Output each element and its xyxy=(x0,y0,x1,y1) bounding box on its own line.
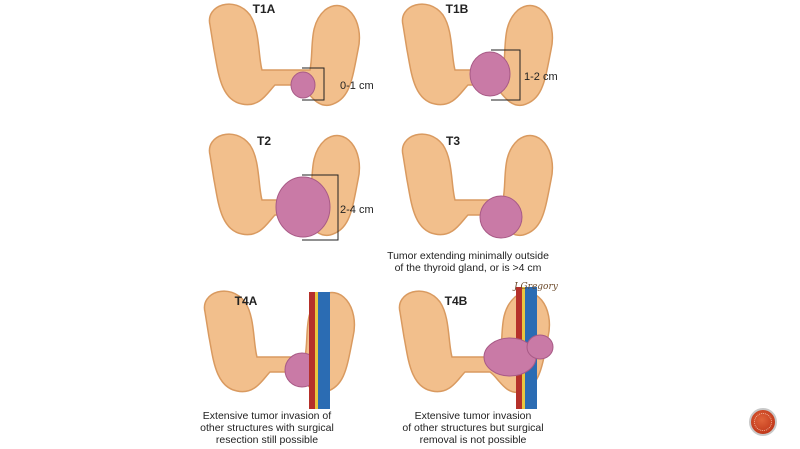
thyroid-gland xyxy=(208,3,361,106)
thyroid-t4b xyxy=(398,287,554,409)
stage-label-t1a: T1A xyxy=(252,2,276,16)
size-bracket xyxy=(302,174,339,241)
thyroid-t3 xyxy=(401,133,554,239)
panel-t1a: T1A 0-1 cm xyxy=(190,0,390,140)
caption-line: Tumor extending minimally outside xyxy=(387,250,549,262)
stage-label-t2: T2 xyxy=(256,134,271,148)
stage-label-t1b: T1B xyxy=(445,2,469,16)
caption-t4a: Extensive tumor invasion of other struct… xyxy=(177,410,357,446)
stage-label-t4a: T4A xyxy=(234,294,258,308)
thyroid-gland xyxy=(401,3,554,106)
panel-t2: T2 2-4 cm xyxy=(190,130,390,270)
vessels xyxy=(309,292,330,409)
panel-t4b: T4B xyxy=(380,287,580,427)
tumor xyxy=(275,176,331,238)
size-label-t1a: 0-1 cm xyxy=(340,80,374,92)
thyroid-t4a xyxy=(203,290,356,409)
caption-line: resection still possible xyxy=(215,434,319,446)
size-label-t2: 2-4 cm xyxy=(340,204,374,216)
thyroid-t1a xyxy=(208,3,361,106)
caption-line: of the thyroid gland, or is >4 cm xyxy=(394,262,542,274)
tumor xyxy=(469,51,511,97)
size-label-t1b: 1-2 cm xyxy=(524,71,558,83)
panel-t4a: T4A xyxy=(185,287,385,427)
caption-t4b: Extensive tumor invasion of other struct… xyxy=(380,410,566,446)
panel-t3: T3 Tumor extending minimally outside of … xyxy=(383,130,583,274)
thyroid-gland xyxy=(401,133,554,236)
tumor xyxy=(526,334,554,360)
size-bracket xyxy=(302,67,325,101)
stage-label-t3: T3 xyxy=(445,134,460,148)
caption-line: removal is not possible xyxy=(419,434,527,446)
tumor xyxy=(290,71,316,99)
panel-t1b: T1B 1-2 cm xyxy=(383,0,583,140)
artist-signature: J Gregory xyxy=(514,282,558,292)
caption-line: Extensive tumor invasion of xyxy=(202,410,332,422)
caption-line: Extensive tumor invasion xyxy=(414,410,532,422)
caption-t3: Tumor extending minimally outside of the… xyxy=(363,250,573,274)
thyroid-t1b xyxy=(401,3,554,106)
thyroid-t2 xyxy=(208,133,361,241)
caption-line: other structures with surgical xyxy=(200,422,334,434)
size-bracket xyxy=(491,49,521,101)
tumor xyxy=(479,195,523,239)
stage-label-t4b: T4B xyxy=(444,294,468,308)
caption-line: of other structures but surgical xyxy=(402,422,544,434)
next-slide-icon[interactable] xyxy=(749,408,777,436)
